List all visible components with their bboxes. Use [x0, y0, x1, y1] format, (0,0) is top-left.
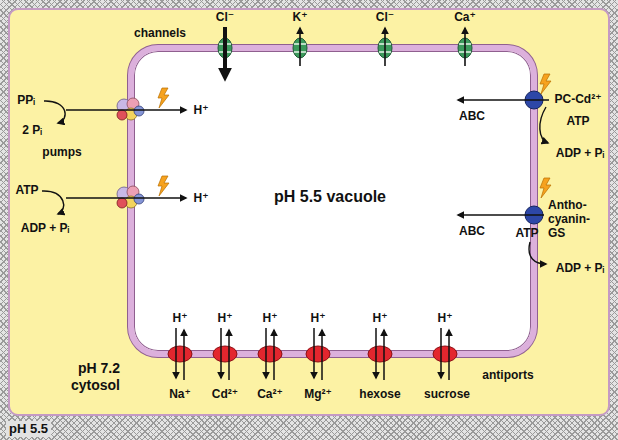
- proton-label: H⁺: [218, 311, 233, 325]
- transporter-label: ABC: [459, 224, 485, 238]
- reaction-arrow: [42, 191, 64, 214]
- flux-arrow: [458, 214, 544, 216]
- antiporter: [168, 346, 192, 362]
- reaction-arrow: [529, 242, 546, 264]
- energy-bolt: [540, 178, 551, 198]
- region-label: pH 5.5 vacuole: [274, 187, 386, 206]
- flux-arrow: [448, 330, 450, 380]
- reaction-arrow: [540, 107, 548, 143]
- flux-arrow: [228, 330, 230, 380]
- proton-label: H⁺: [173, 311, 188, 325]
- ion-label: Ca²⁺: [257, 387, 283, 401]
- flux-arrow: [299, 28, 301, 66]
- abc-group: [458, 74, 551, 264]
- substrate-label: hexose: [359, 387, 400, 401]
- ion-label: Ca⁺: [454, 10, 476, 24]
- product-label: ADP + Pᵢ: [556, 261, 605, 275]
- ion-label: Cl⁻: [216, 10, 234, 24]
- proton-label: H⁺: [194, 191, 209, 205]
- proton-label: H⁺: [311, 311, 326, 325]
- antiporter: [306, 346, 330, 362]
- pump-subunit: [117, 198, 127, 208]
- product-label: 2 Pᵢ: [22, 123, 42, 137]
- group-label: antiports: [482, 368, 533, 382]
- flux-arrow: [464, 28, 466, 66]
- substrate-label: PC-Cd²⁺: [555, 92, 602, 106]
- pump-subunit: [117, 110, 127, 120]
- transporter-label: ABC: [459, 109, 485, 123]
- ion-label: K⁺: [293, 10, 308, 24]
- antiporter: [213, 346, 237, 362]
- ion-label: Mg²⁺: [304, 387, 332, 401]
- substrate-label: sucrose: [424, 387, 470, 401]
- pump-subunit: [134, 106, 144, 116]
- ion-label: Cd²⁺: [212, 387, 238, 401]
- product-label: ADP + Pᵢ: [21, 221, 70, 235]
- substrate-label: PPᵢ: [17, 93, 35, 107]
- group-label: pumps: [42, 145, 81, 159]
- flux-arrow: [265, 328, 267, 378]
- substrate-label: ATP: [566, 114, 589, 128]
- antiporter: [368, 346, 392, 362]
- flux-arrow: [220, 328, 222, 378]
- substrate-label: ATP: [15, 183, 38, 197]
- substrate-label: Antho- cyanin- GS: [548, 198, 596, 240]
- ion-label: Na⁺: [169, 387, 191, 401]
- proton-label: H⁺: [263, 311, 278, 325]
- antiporter: [433, 346, 457, 362]
- flux-arrow: [66, 197, 186, 199]
- flux-arrow: [384, 28, 386, 66]
- product-label: ADP + Pᵢ: [556, 146, 605, 160]
- substrate-label: ATP: [515, 226, 538, 240]
- group-label: channels: [134, 26, 186, 40]
- pumps-group: [42, 88, 186, 214]
- antiports-group: [168, 328, 457, 380]
- flux-arrow: [183, 330, 185, 380]
- flux-arrow: [66, 109, 186, 111]
- proton-label: H⁺: [194, 103, 209, 117]
- ph-label: pH 5.5: [6, 421, 51, 437]
- flux-arrow: [175, 328, 177, 378]
- channels-group: [218, 27, 472, 72]
- energy-bolt: [540, 74, 551, 94]
- region-label: pH 7.2 cytosol: [54, 360, 120, 394]
- flux-arrow: [440, 328, 442, 378]
- proton-label: H⁺: [373, 311, 388, 325]
- energy-bolt: [158, 176, 169, 196]
- ion-label: Cl⁻: [376, 10, 394, 24]
- antiporter: [258, 346, 282, 362]
- flux-arrow: [383, 330, 385, 380]
- flux-arrow: [375, 328, 377, 378]
- flux-arrow: [458, 99, 549, 101]
- flux-arrow: [321, 330, 323, 380]
- flux-arrow: [223, 27, 227, 72]
- energy-bolt: [158, 88, 169, 108]
- reaction-arrow: [44, 101, 65, 123]
- proton-label: H⁺: [438, 311, 453, 325]
- pump-subunit: [134, 194, 144, 204]
- vacuole: pH 5.5 vacuole: [128, 45, 537, 357]
- flux-arrow: [313, 328, 315, 378]
- flux-arrow: [273, 330, 275, 380]
